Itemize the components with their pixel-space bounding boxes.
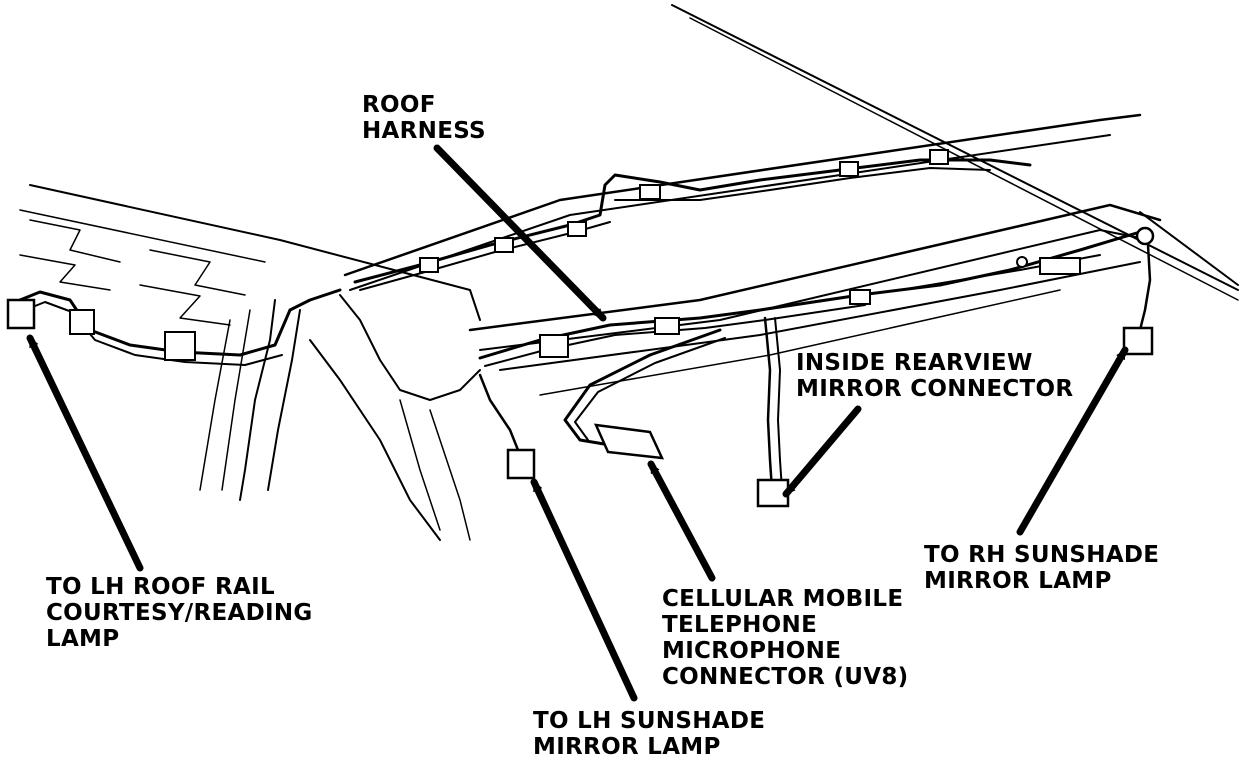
mirror-connector-arrow (782, 405, 862, 498)
cellular-line-1: CELLULAR MOBILE (662, 586, 904, 612)
mirror-connector-pigtail (756, 316, 790, 508)
roof-harness-line-2: HARNESS (362, 118, 486, 144)
leader-arrows (26, 144, 1129, 702)
lh-sunshade-pigtail (478, 373, 536, 480)
rh-sunshade-line-1: TO RH SUNSHADE (924, 542, 1160, 568)
lh-roof-rail-line-1: TO LH ROOF RAIL (46, 574, 275, 600)
cellular-arrow (647, 460, 716, 582)
inside-rearview-label: INSIDE REARVIEW MIRROR CONNECTOR (796, 350, 1073, 402)
cellular-label: CELLULAR MOBILE TELEPHONE MICROPHONE CON… (662, 586, 908, 690)
lh-sunshade-label: TO LH SUNSHADE MIRROR LAMP (533, 708, 765, 760)
lh-sunshade-line-2: MIRROR LAMP (533, 734, 721, 760)
roof-harness-line-1: ROOF (362, 92, 436, 118)
lh-sunshade-line-1: TO LH SUNSHADE (533, 708, 766, 734)
lh-roof-rail-line-2: COURTESY/READING (46, 600, 313, 626)
inside-rearview-line-1: INSIDE REARVIEW (796, 350, 1033, 376)
roof-harness-arrow (433, 144, 607, 322)
roof-harness-label: ROOF HARNESS (362, 92, 486, 144)
lh-roof-rail-line-3: LAMP (46, 626, 120, 652)
upper-harness (353, 149, 1032, 291)
inside-rearview-line-2: MIRROR CONNECTOR (796, 376, 1074, 402)
roof-panel-pattern (19, 219, 246, 326)
rh-sunshade-label: TO RH SUNSHADE MIRROR LAMP (924, 542, 1159, 594)
lh-sunshade-arrow (530, 478, 638, 702)
left-rail-harness (6, 288, 481, 541)
cellular-line-2: TELEPHONE (662, 612, 818, 638)
rh-sunshade-pigtail (1122, 243, 1154, 356)
rh-sunshade-arrow (1016, 346, 1129, 536)
lh-roof-rail-arrow (26, 334, 144, 572)
lower-harness (478, 226, 1155, 367)
lh-roof-rail-label: TO LH ROOF RAIL COURTESY/READING LAMP (46, 574, 313, 652)
cellular-connector-body (563, 328, 726, 460)
rh-sunshade-line-2: MIRROR LAMP (924, 568, 1112, 594)
cellular-line-3: MICROPHONE (662, 638, 842, 664)
cellular-line-4: CONNECTOR (UV8) (662, 664, 909, 690)
